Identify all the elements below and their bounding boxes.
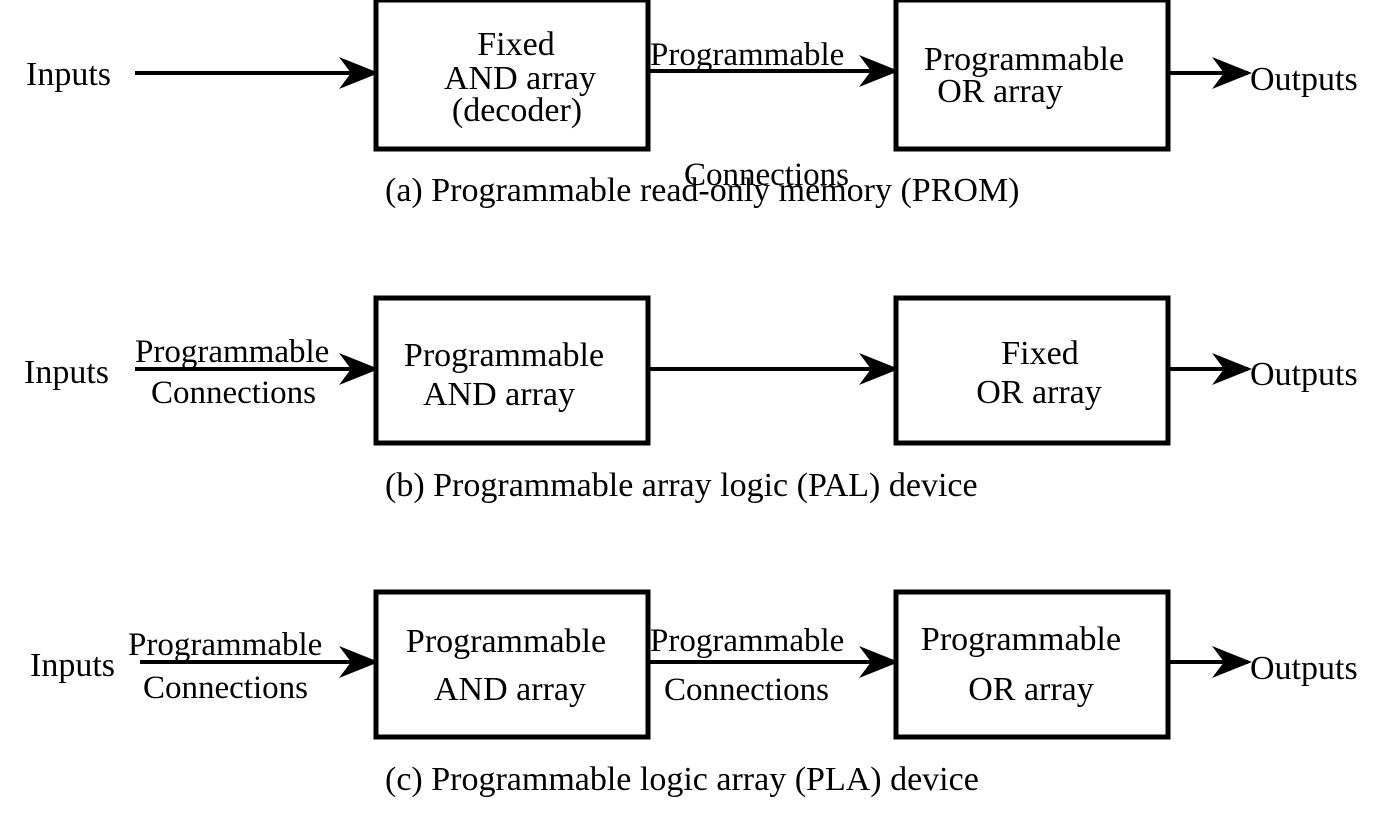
- panel-a-and-box-line2: AND array: [444, 60, 596, 97]
- panel-b-or-box-line2: OR array: [976, 374, 1102, 411]
- panel-a-caption: (a) Programmable read-only memory (PROM): [385, 172, 1020, 209]
- panel-a-or-box-line2: OR array: [937, 73, 1063, 110]
- panel-c-or-box-line2: OR array: [968, 671, 1094, 708]
- panel-a-or-box-line1: Programmable: [924, 41, 1124, 78]
- panel-c-pla: Inputs Programmable Connections Programm…: [30, 589, 1358, 798]
- panel-a-outputs-label: Outputs: [1250, 61, 1358, 98]
- panel-a-inputs-label: Inputs: [26, 56, 111, 93]
- panel-c-and-array-box: [373, 589, 651, 740]
- panel-c-mid-connections-line2: Connections: [664, 672, 829, 708]
- panel-a-prom: Inputs Fixed AND array (decoder) Program…: [26, 0, 1358, 209]
- panel-b-caption: (b) Programmable array logic (PAL) devic…: [385, 467, 978, 504]
- panel-b-and-box-line1: Programmable: [404, 337, 604, 374]
- panel-c-caption: (c) Programmable logic array (PLA) devic…: [385, 761, 979, 798]
- panel-c-outputs-label: Outputs: [1250, 650, 1358, 687]
- panel-c-or-box-line1: Programmable: [921, 621, 1121, 658]
- panel-b-and-box-line2: AND array: [423, 376, 575, 413]
- panel-b-or-box-line1: Fixed: [1001, 335, 1078, 372]
- panel-a-and-array-box: [373, 0, 651, 152]
- panel-b-input-connections-line2: Connections: [151, 375, 316, 411]
- panel-c-and-box-line2: AND array: [434, 671, 586, 708]
- panel-c-mid-connections-line1: Programmable: [650, 623, 844, 659]
- panel-b-outputs-label: Outputs: [1250, 356, 1358, 393]
- panel-c-input-connections-line2: Connections: [143, 670, 308, 706]
- panel-b-pal: Inputs Programmable Connections Programm…: [24, 295, 1358, 504]
- panel-c-inputs-label: Inputs: [30, 647, 115, 684]
- panel-a-mid-connections-line1: Programmable: [650, 37, 844, 73]
- panel-c-and-box-line1: Programmable: [406, 623, 606, 660]
- panel-b-and-array-box: [373, 295, 651, 446]
- panel-c-input-connections-line1: Programmable: [128, 627, 322, 663]
- panel-a-and-box-line3: (decoder): [452, 92, 582, 129]
- panel-b-inputs-label: Inputs: [24, 354, 109, 391]
- panel-b-input-connections-line1: Programmable: [135, 334, 329, 370]
- panel-c-or-array-box: [893, 589, 1171, 740]
- panel-a-and-box-line1: Fixed: [477, 26, 554, 63]
- panel-a-mid-connections-line2: Connections: [684, 157, 849, 193]
- panel-b-or-array-box: [893, 295, 1171, 446]
- panel-a-or-array-box: [893, 0, 1171, 152]
